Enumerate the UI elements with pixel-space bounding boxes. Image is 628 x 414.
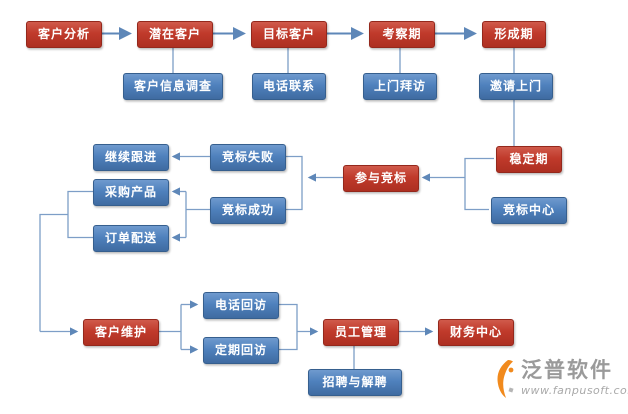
- bid-success-bracket: [171, 187, 210, 242]
- node-bid-success: 竞标成功: [210, 197, 286, 224]
- node-employee-management: 员工管理: [323, 319, 399, 346]
- node-phone-return-visit: 电话回访: [203, 292, 279, 319]
- node-customer-maintenance: 客户维护: [83, 319, 159, 346]
- node-invite-visit: 邀请上门: [479, 73, 553, 100]
- node-inspection-period: 考察期: [369, 21, 435, 48]
- fanpu-logo-icon: [497, 360, 514, 398]
- node-customer-analysis: 客户分析: [26, 21, 102, 48]
- watermark: 泛普软件 www.fanpusoft.com: [494, 358, 628, 400]
- watermark-brand: 泛普软件: [521, 358, 613, 382]
- node-bidding-center: 竞标中心: [491, 197, 567, 224]
- node-bid-failed: 竞标失败: [210, 144, 286, 171]
- node-finance-center: 财务中心: [438, 319, 514, 346]
- node-customer-info-survey: 客户信息调查: [123, 73, 223, 100]
- watermark-url: www.fanpusoft.com: [521, 384, 628, 397]
- node-potential-customer: 潜在客户: [137, 21, 213, 48]
- bid-result-bracket: [286, 155, 343, 211]
- node-regular-return-visit: 定期回访: [203, 337, 279, 364]
- node-participate-bidding: 参与竞标: [343, 165, 419, 192]
- node-recruitment-dismissal: 招聘与解聘: [308, 369, 402, 396]
- node-stable-period: 稳定期: [496, 146, 562, 173]
- node-phone-contact: 电话联系: [252, 73, 326, 100]
- bidding-input-bracket: [421, 157, 494, 211]
- return-visit-bracket: [157, 300, 199, 354]
- maintenance-route: [39, 190, 93, 336]
- node-continue-followup: 继续跟进: [93, 144, 169, 171]
- node-target-customer: 目标客户: [251, 21, 327, 48]
- node-door-visit: 上门拜访: [363, 73, 437, 100]
- employee-input-bracket: [277, 303, 319, 351]
- node-purchase-products: 采购产品: [93, 179, 169, 206]
- node-formation-period: 形成期: [482, 21, 546, 48]
- node-order-delivery: 订单配送: [93, 225, 169, 252]
